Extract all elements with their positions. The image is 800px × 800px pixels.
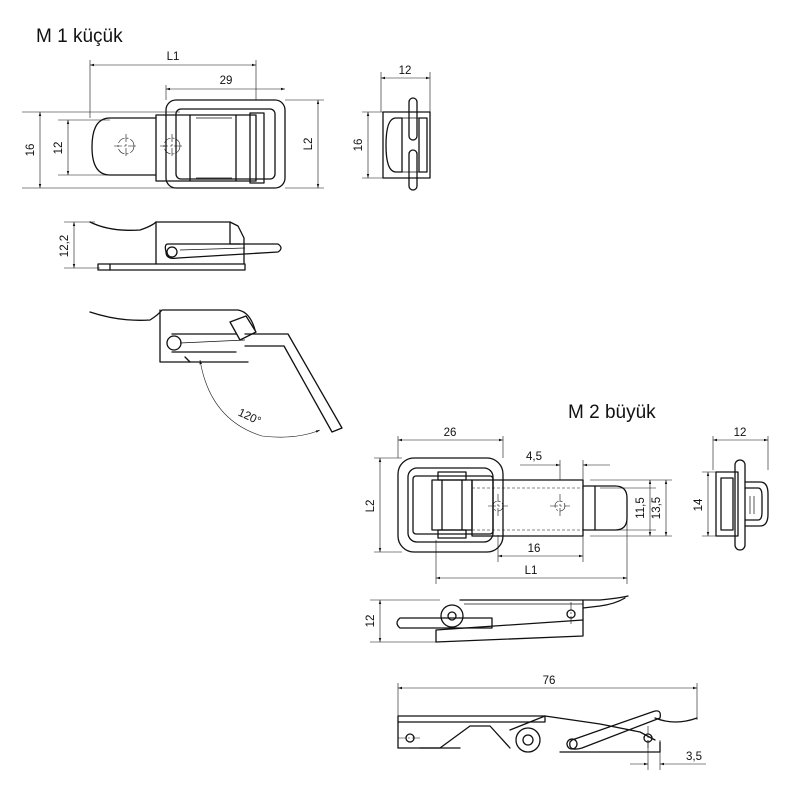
m1-end-view: 12 16 [353, 65, 431, 191]
m1-dim-12-2: 12,2 [59, 235, 71, 257]
m1-dim-16: 16 [25, 144, 37, 157]
m2-dim-12: 12 [365, 615, 377, 628]
m2-dim-11-5: 11,5 [635, 497, 647, 519]
m2-dim-26: 26 [444, 427, 457, 439]
m1-dim-l2: L2 [303, 138, 315, 151]
m2-dim-13-5: 13,5 [651, 497, 663, 519]
m1-dim-12: 12 [53, 142, 65, 155]
m2-side-view-closed: 12 [365, 595, 629, 643]
m2-dim-3-5: 3,5 [686, 751, 702, 763]
m2-dim-l2: L2 [365, 500, 377, 513]
m1-dim-l1: L1 [167, 51, 180, 63]
m2-dim-l1: L1 [525, 565, 538, 577]
m1-dim-29: 29 [220, 75, 233, 87]
m2-title: M 2 büyük [568, 402, 656, 423]
m1-title: M 1 küçük [36, 26, 123, 47]
m2-end-dim-14: 14 [693, 498, 705, 511]
m1-end-dim-16: 16 [353, 139, 365, 152]
m1-side-view-closed: 12,2 [59, 221, 282, 271]
m2-dim-76: 76 [543, 675, 556, 687]
m1-side-view-open: 120° [89, 309, 343, 438]
m1-angle-120: 120° [236, 407, 263, 428]
m2-dim-4-5: 4,5 [526, 451, 542, 463]
m1-end-dim-12: 12 [399, 65, 412, 77]
m2-dim-16: 16 [528, 543, 541, 555]
m2-end-dim-12: 12 [734, 427, 747, 439]
m2-end-view: 12 14 [693, 427, 769, 551]
m2-side-view-open: 76 3,5 [397, 675, 706, 770]
m2-top-view: 26 4,5 L2 11,5 13,5 16 L1 [365, 427, 672, 584]
m1-top-view: L1 29 16 12 L2 [22, 51, 324, 189]
